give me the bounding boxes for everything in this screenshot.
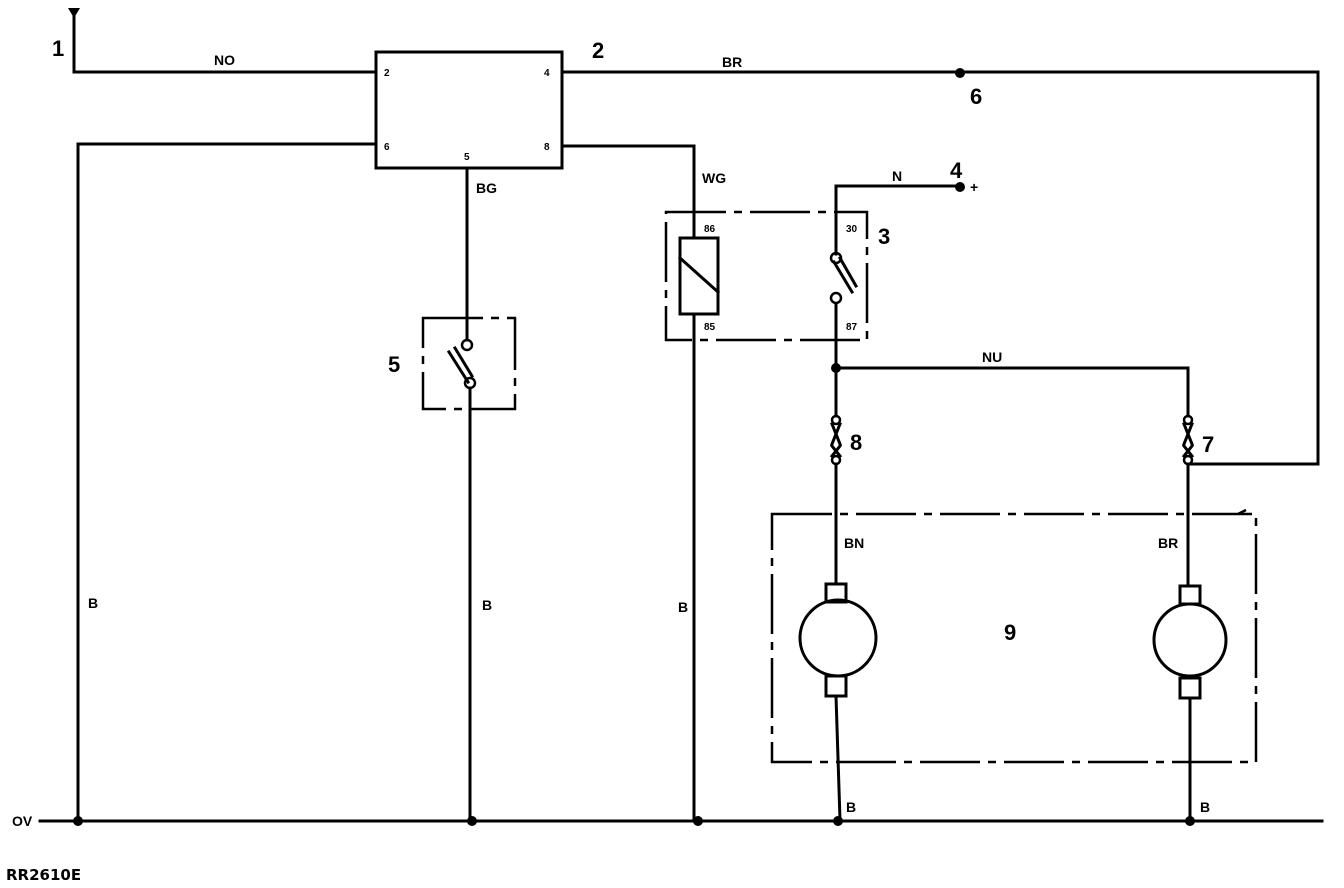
wire-label-bg: BG bbox=[476, 180, 497, 196]
module-pin-4: 4 bbox=[544, 68, 550, 79]
label-9: 9 bbox=[1004, 620, 1016, 645]
wire-n bbox=[834, 182, 965, 192]
label-8: 8 bbox=[850, 430, 862, 455]
module-pin-8: 8 bbox=[544, 142, 550, 153]
switch-5 bbox=[421, 316, 517, 822]
label-5: 5 bbox=[388, 352, 400, 377]
wire-label-b-motor2: B bbox=[1200, 799, 1210, 815]
label-6: 6 bbox=[970, 84, 982, 109]
wire-b-left bbox=[76, 142, 378, 822]
wire-label-b-motor1: B bbox=[846, 799, 856, 815]
wire-label-b-left: B bbox=[88, 595, 98, 611]
wire-label-no: NO bbox=[214, 52, 235, 68]
wire-label-nu: NU bbox=[982, 349, 1002, 365]
ground-label: OV bbox=[12, 813, 33, 829]
wire-label-n: N bbox=[892, 168, 902, 184]
connector-8 bbox=[829, 366, 843, 586]
label-3: 3 bbox=[878, 224, 890, 249]
label-7: 7 bbox=[1202, 432, 1214, 457]
relay-3: 86 85 30 87 bbox=[664, 184, 869, 822]
wire-label-b-switch: B bbox=[482, 597, 492, 613]
figure-reference: RR2610E bbox=[6, 866, 81, 884]
wire-label-bn: BN bbox=[844, 535, 864, 551]
wire-br-top bbox=[560, 68, 1320, 466]
wire-label-br-top: BR bbox=[722, 54, 742, 70]
label-2: 2 bbox=[592, 38, 604, 63]
wire-nu bbox=[831, 363, 1190, 418]
motor-2 bbox=[1152, 584, 1228, 822]
relay-pin-30: 30 bbox=[846, 224, 858, 235]
ground-rail bbox=[38, 816, 1324, 826]
label-1: 1 bbox=[52, 36, 64, 61]
motor-1 bbox=[798, 582, 878, 822]
motor-unit-9 bbox=[770, 508, 1258, 764]
module-pin-2: 2 bbox=[384, 68, 390, 79]
wire-label-wg: WG bbox=[702, 170, 726, 186]
relay-pin-87: 87 bbox=[846, 322, 858, 333]
terminal-1 bbox=[68, 8, 378, 74]
wire-label-br-motor: BR bbox=[1158, 535, 1178, 551]
control-module: 2 4 6 5 8 bbox=[374, 50, 564, 170]
module-pin-6: 6 bbox=[384, 142, 390, 153]
label-4: 4 bbox=[950, 158, 963, 183]
relay-pin-85: 85 bbox=[704, 322, 716, 333]
supply-plus: + bbox=[970, 179, 978, 195]
wire-wg bbox=[560, 144, 696, 240]
wire-label-b-relay: B bbox=[678, 599, 688, 615]
module-pin-5: 5 bbox=[464, 152, 470, 163]
relay-pin-86: 86 bbox=[704, 224, 716, 235]
connector-7 bbox=[1181, 414, 1195, 588]
